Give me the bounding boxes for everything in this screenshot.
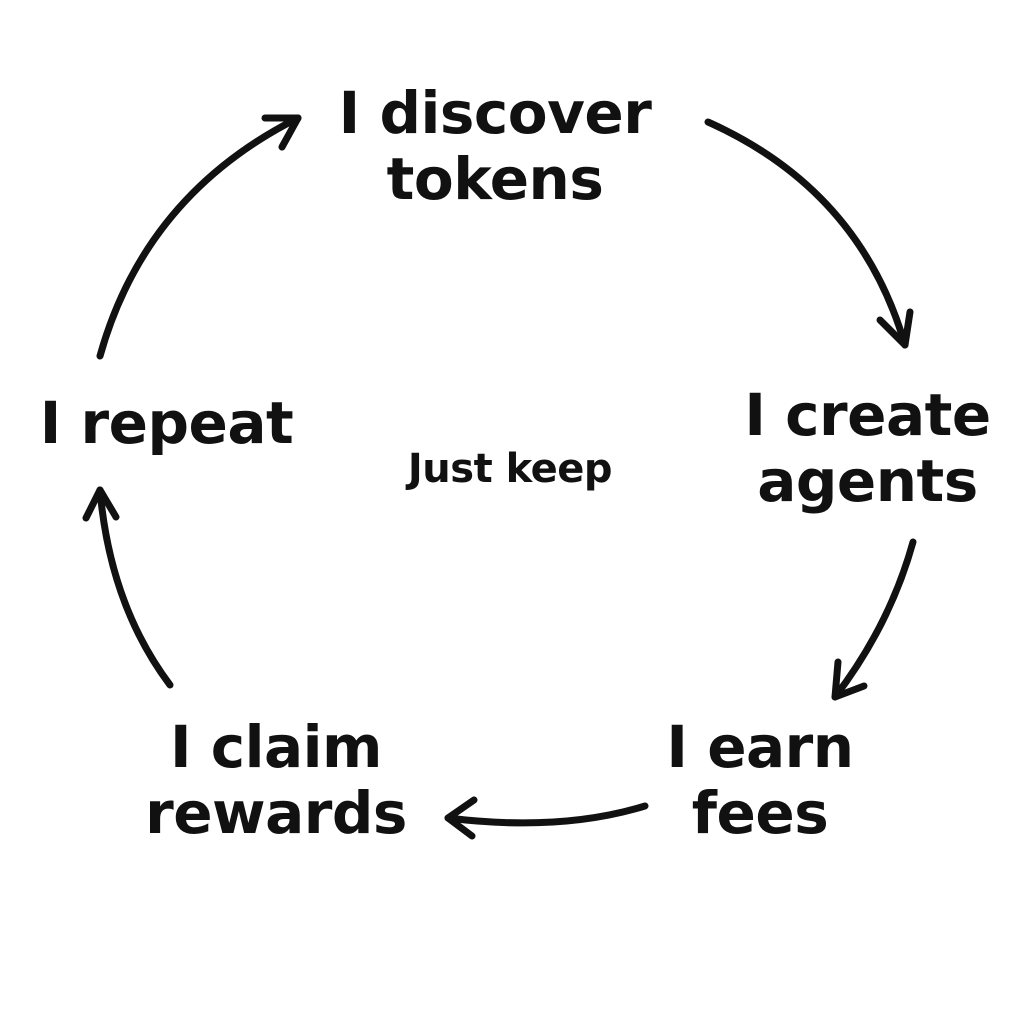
arrow-discover-to-create (704, 118, 914, 349)
node-discover-tokens: I discover tokens (338, 79, 652, 213)
node-repeat: I repeat (40, 390, 294, 456)
node-label-line: I create (744, 381, 991, 449)
node-label-line: I discover (338, 79, 652, 147)
node-claim-rewards: I claim rewards (140, 714, 412, 846)
arrow-claim-to-repeat (82, 486, 174, 689)
node-label-line: I claim (170, 713, 383, 781)
node-label-line: tokens (386, 145, 604, 213)
arrow-create-to-earn (831, 538, 917, 701)
arrow-repeat-to-discover (96, 114, 302, 360)
node-label-line: rewards (145, 779, 407, 847)
center-label: Just keep (407, 446, 613, 492)
node-label-line: I earn (666, 713, 854, 781)
node-label-line: fees (691, 779, 829, 847)
node-create-agents: I create agents (744, 381, 991, 515)
node-earn-fees: I earn fees (660, 714, 860, 846)
node-label-line: agents (757, 447, 978, 515)
arrow-earn-to-claim (444, 796, 649, 840)
node-label-line: I repeat (39, 389, 294, 457)
